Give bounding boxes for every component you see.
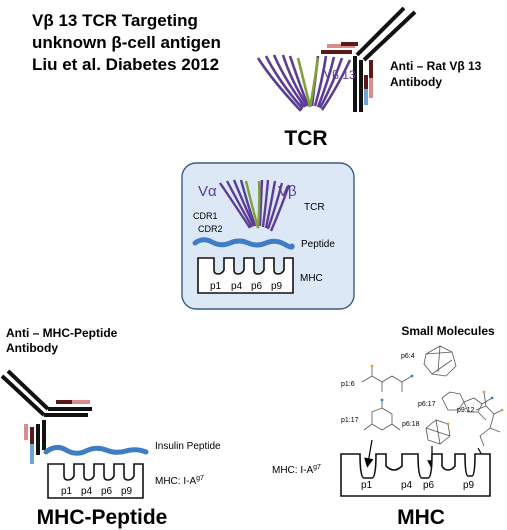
molecule-p6-4 [423, 345, 457, 377]
molecule-p6-18 [425, 419, 451, 445]
mhc-peptide-caption: MHC-Peptide [37, 506, 168, 529]
small-mol-mhc-label-prefix: MHC: I-A [272, 465, 313, 476]
panel-mhc-groove [197, 257, 294, 294]
title-line-3: Liu et al. Diabetes 2012 [32, 55, 219, 74]
top-antibody-label-1: Anti – Rat Vβ 13 [390, 59, 482, 73]
title-line-1: Vβ 13 TCR Targeting [32, 11, 198, 30]
top-antibody [321, 6, 417, 112]
center-panel: Vα Vβ TCR CDR1 CDR2 Peptide MHC p1 p4 p6… [181, 162, 355, 310]
panel-cdr1: CDR1 [193, 211, 218, 221]
insulin-peptide-label: Insulin Peptide [155, 441, 221, 452]
mol-label-p1-6: p1:6 [341, 381, 355, 388]
molecule-p1-6 [361, 364, 414, 392]
panel-tcr-green-loop [244, 180, 261, 229]
molecule-p6-17 [441, 391, 494, 421]
mhc-peptide-antibody-label-2: Antibody [6, 341, 58, 355]
small-mol-mhc-label-sup: g7 [313, 464, 321, 471]
small-mol-pocket-p6: p6 [423, 480, 435, 491]
molecule-p9-12 [475, 390, 504, 447]
title-line-2: unknown β-cell antigen [32, 33, 221, 52]
mhc-peptide-mhc-label: MHC: I-Ag7 [155, 475, 204, 487]
header-title: Vβ 13 TCR Targeting unknown β-cell antig… [32, 11, 221, 74]
top-tcr-green-loop [296, 57, 320, 108]
top-antibody-label-2: Antibody [390, 75, 442, 89]
mhc-peptide-pocket-p9: p9 [121, 486, 133, 497]
mhc-peptide-pocket-p1: p1 [61, 486, 73, 497]
molecule-p1-17 [363, 398, 401, 431]
mhc-peptide-antibody [0, 369, 92, 464]
small-mol-pocket-p9: p9 [463, 480, 475, 491]
mol-label-p1-17: p1:17 [341, 417, 359, 424]
panel-cdr2: CDR2 [198, 224, 223, 234]
top-vbeta-label: Vβ 13 [324, 68, 356, 82]
top-tcr-caption: TCR [284, 127, 327, 150]
small-molecules-heading: Small Molecules [401, 324, 495, 338]
top-tcr-group: Vβ 13 Anti – Rat Vβ 13 Antibody TCR [256, 6, 482, 150]
small-mol-pocket-p4: p4 [401, 480, 413, 491]
small-mol-caption: MHC [397, 506, 445, 529]
small-molecules-group: Small Molecules p6:4 p1:6 p6:17 p1:17 [272, 324, 504, 529]
panel-pocket-p9: p9 [271, 281, 283, 292]
panel-tcr-purple-loops [219, 179, 291, 232]
panel-peptide-squiggle [192, 237, 295, 250]
arrow-p1 [364, 439, 374, 468]
mhc-peptide-mhc-label-sup: g7 [196, 475, 204, 482]
panel-peptide-label: Peptide [301, 239, 335, 250]
small-mol-mhc-label: MHC: I-Ag7 [272, 464, 321, 476]
panel-valpha: Vα [198, 183, 217, 200]
mhc-peptide-squiggle [43, 444, 149, 456]
panel-pocket-p4: p4 [231, 281, 243, 292]
mhc-peptide-mhc-label-prefix: MHC: I-A [155, 476, 196, 487]
mhc-peptide-antibody-label-1: Anti – MHC-Peptide [6, 326, 118, 340]
panel-pocket-p6: p6 [251, 281, 263, 292]
small-mol-pocket-p1: p1 [361, 480, 373, 491]
panel-tcr-label: TCR [304, 202, 325, 213]
mol-label-p6-4: p6:4 [401, 353, 415, 360]
small-mol-mhc-groove [340, 453, 491, 497]
mhc-peptide-groove [47, 463, 144, 499]
panel-vbeta: Vβ [278, 183, 297, 200]
mol-label-p6-18: p6:18 [402, 421, 420, 428]
panel-mhc-label: MHC [300, 273, 323, 284]
mhc-peptide-pocket-p6: p6 [101, 486, 113, 497]
panel-pocket-p1: p1 [210, 281, 222, 292]
mol-label-p9-12: p9:12 [457, 407, 475, 414]
mhc-peptide-group: Anti – MHC-Peptide Antibody Insulin Pept… [0, 326, 221, 529]
mhc-peptide-pocket-p4: p4 [81, 486, 93, 497]
mol-label-p6-17: p6:17 [418, 401, 436, 408]
